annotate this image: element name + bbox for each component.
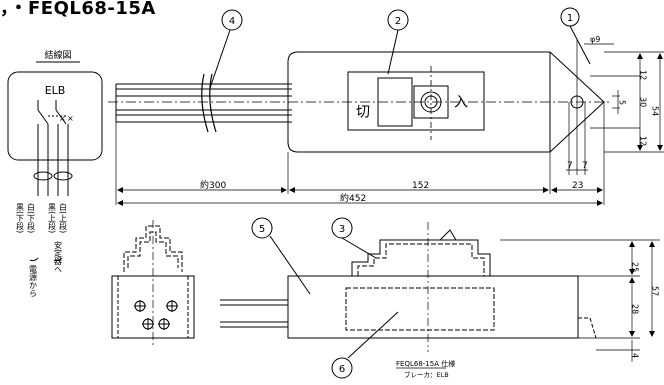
lead-black-upper: 黒(上段)	[48, 203, 57, 233]
dim-4: 4	[631, 353, 640, 358]
top-view-labels: 切 入 約300 152 23 約452 7 7 φ9 12 12 30 5 5…	[200, 35, 660, 204]
wiring-heading: 結線図	[44, 49, 71, 61]
side-view	[220, 222, 660, 362]
lead-black-lower: 黒(下段)	[16, 203, 25, 233]
dim-phi9: φ9	[590, 35, 600, 44]
callout-3-label: 3	[339, 224, 345, 235]
wiring-diagram: 結線図 ELB × ×	[7, 49, 103, 262]
end-view	[111, 220, 195, 345]
dim-12a: 12	[639, 70, 648, 80]
elb-label: ELB	[45, 84, 66, 97]
switch-label-off: 切	[354, 104, 370, 119]
callout-4: 4	[221, 9, 243, 31]
dim-57: 57	[651, 286, 660, 296]
callout-5-label: 5	[259, 224, 265, 235]
dim-54: 54	[651, 106, 660, 116]
callout-3: 3	[331, 217, 353, 239]
callout-2-label: 2	[395, 16, 401, 27]
callout-5: 5	[251, 217, 273, 239]
svg-text:×: ×	[59, 114, 66, 123]
callout-1: 1	[560, 7, 580, 27]
dim-28: 28	[631, 304, 640, 314]
top-view	[108, 40, 664, 206]
callouts	[209, 25, 591, 359]
callout-6: 6	[331, 357, 353, 379]
side-view-labels: 25 28 57 4 FEQL68-15A 仕様 ブレーカ：ELB	[396, 262, 660, 379]
dim-25: 25	[631, 262, 640, 272]
dim-452: 約452	[340, 192, 366, 204]
callout-4-label: 4	[229, 16, 235, 27]
callout-1-label: 1	[567, 13, 573, 24]
dim-152: 152	[412, 181, 429, 191]
callout-2: 2	[387, 9, 409, 31]
callout-6-label: 6	[339, 364, 345, 375]
page-title: ，・FEQL68-15A	[0, 0, 156, 19]
from-source-label: 電源から	[29, 265, 38, 297]
to-circuit-label: 安定器へ	[54, 240, 63, 273]
dim-300: 約300	[200, 179, 226, 191]
dim-7b: 7	[582, 161, 588, 171]
lead-white-upper: 白(上段)	[59, 202, 68, 233]
dim-7a: 7	[567, 161, 573, 171]
spec-line-2: ブレーカ：ELB	[404, 370, 449, 379]
dim-23: 23	[572, 181, 583, 191]
spec-line-1: FEQL68-15A 仕様	[396, 359, 455, 368]
wiring-lead-labels: 黒(下段) 白(下段) 黒(上段) 白(上段) 電源から 安定器へ	[16, 202, 68, 297]
switch-label-on: 入	[452, 94, 468, 108]
lead-white-lower: 白(下段)	[27, 202, 36, 233]
dim-12b: 12	[639, 136, 648, 146]
svg-text:×: ×	[67, 114, 74, 123]
dim-30: 30	[639, 97, 648, 107]
dim-5: 5	[618, 100, 627, 105]
